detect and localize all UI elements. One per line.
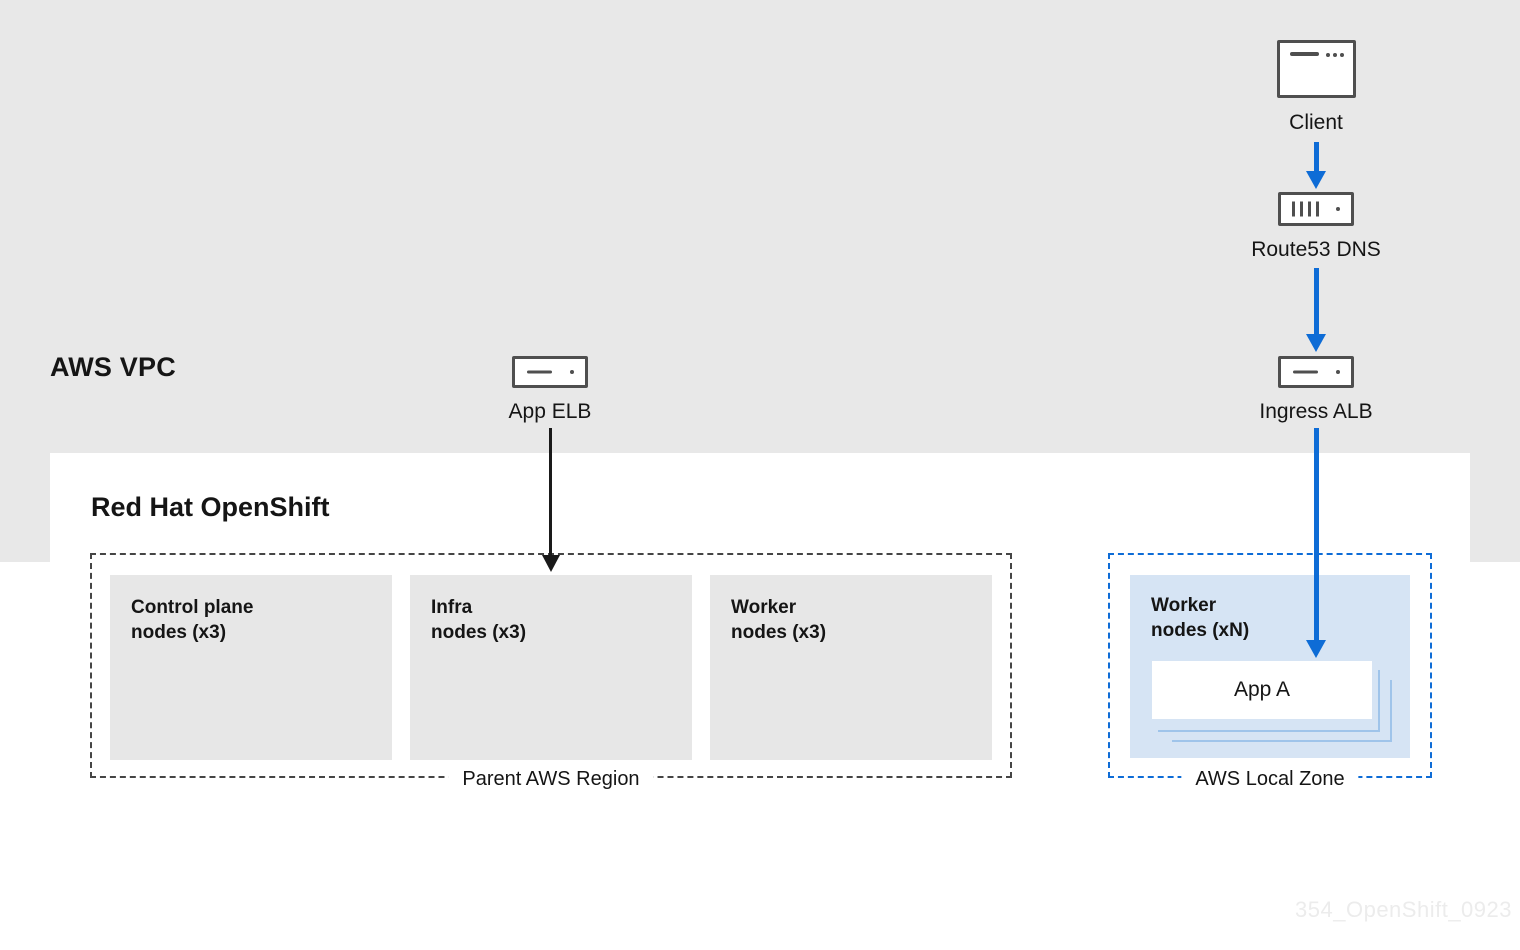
local-zone-worker-label-line1: Worker [1151, 595, 1217, 616]
local-zone-worker-nodes-label: Worker nodes (xN) [1151, 593, 1249, 643]
browser-icon [1277, 40, 1356, 98]
infra-nodes-label-line2: nodes (x3) [431, 622, 527, 643]
app-elb-icon-dash [527, 370, 552, 374]
ingress-alb-to-app-a-arrow-head [1306, 640, 1326, 658]
dns-server-icon-dot [1336, 207, 1340, 211]
app-elb-to-infra-nodes-arrow-line [549, 428, 552, 557]
infra-nodes-box: Infra nodes (x3) [410, 575, 692, 760]
ingress-alb-to-app-a-arrow-line [1314, 428, 1319, 642]
worker-nodes-label-line2: nodes (x3) [731, 622, 827, 643]
worker-nodes-label-line1: Worker [731, 597, 797, 618]
browser-icon-address-bar [1290, 52, 1319, 56]
local-zone-worker-label-line2: nodes (xN) [1151, 620, 1250, 641]
ingress-alb-label: Ingress ALB [1259, 400, 1373, 423]
app-stack-line [1390, 680, 1392, 742]
aws-local-zone-label: AWS Local Zone [1181, 766, 1359, 792]
app-stack-line [1158, 730, 1380, 732]
control-plane-nodes-box: Control plane nodes (x3) [110, 575, 392, 760]
infra-nodes-label-line1: Infra [431, 597, 473, 618]
control-plane-nodes-label-line2: nodes (x3) [131, 622, 227, 643]
route53-dns-label: Route53 DNS [1251, 238, 1381, 261]
app-elb-label: App ELB [508, 400, 592, 423]
ingress-alb-icon-dash [1293, 370, 1318, 374]
browser-icon-menu-dots [1326, 53, 1344, 57]
dns-server-icon-bars [1292, 201, 1319, 217]
aws-vpc-title: AWS VPC [50, 352, 176, 382]
client-to-route53-arrow-line [1314, 142, 1319, 173]
app-a-label: App A [1233, 678, 1291, 701]
app-elb-icon-dot [570, 370, 574, 374]
ingress-alb-icon-dot [1336, 370, 1340, 374]
app-stack-line [1172, 740, 1392, 742]
client-to-route53-arrow-head [1306, 171, 1326, 189]
openshift-title: Red Hat OpenShift [91, 492, 330, 522]
app-elb-to-infra-nodes-arrow-head [542, 555, 560, 572]
app-a-box: App A [1152, 661, 1372, 719]
app-stack-line [1378, 670, 1380, 732]
parent-aws-region-label: Parent AWS Region [448, 766, 654, 792]
ingress-alb-load-balancer-icon [1278, 356, 1354, 388]
client-label: Client [1289, 111, 1343, 134]
watermark-text: 354_OpenShift_0923 [1295, 897, 1512, 922]
worker-nodes-box: Worker nodes (x3) [710, 575, 992, 760]
route53-to-ingress-alb-arrow-line [1314, 268, 1319, 336]
route53-to-ingress-alb-arrow-head [1306, 334, 1326, 352]
control-plane-nodes-label-line1: Control plane [131, 597, 254, 618]
app-elb-load-balancer-icon [512, 356, 588, 388]
dns-server-icon [1278, 192, 1354, 226]
